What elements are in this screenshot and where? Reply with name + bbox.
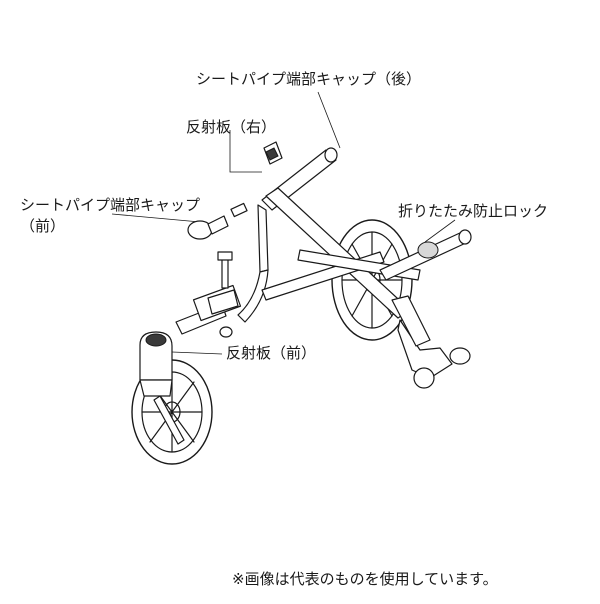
label-seat-pipe-cap-front-line1: シートパイプ端部キャップ — [20, 196, 201, 214]
leader-reflector-front — [171, 351, 223, 355]
leader-cap-front — [111, 213, 201, 223]
frame-tubes — [237, 147, 472, 389]
label-reflector-right: 反射板（右） — [186, 118, 277, 136]
leader-lines — [111, 91, 456, 355]
label-seat-pipe-cap-front-line2: （前） — [20, 217, 66, 235]
leader-folding-lock — [424, 219, 456, 243]
exploded-parts — [187, 141, 283, 338]
footnote-representative-image: ※画像は代表のものを使用しています。 — [232, 570, 498, 588]
label-seat-pipe-cap-rear: シートパイプ端部キャップ（後） — [196, 70, 422, 88]
label-reflector-front: 反射板（前） — [226, 344, 317, 362]
leader-reflector-right — [229, 130, 262, 173]
label-folding-lock: 折りたたみ防止ロック — [398, 202, 549, 220]
leader-cap-rear — [317, 91, 341, 149]
